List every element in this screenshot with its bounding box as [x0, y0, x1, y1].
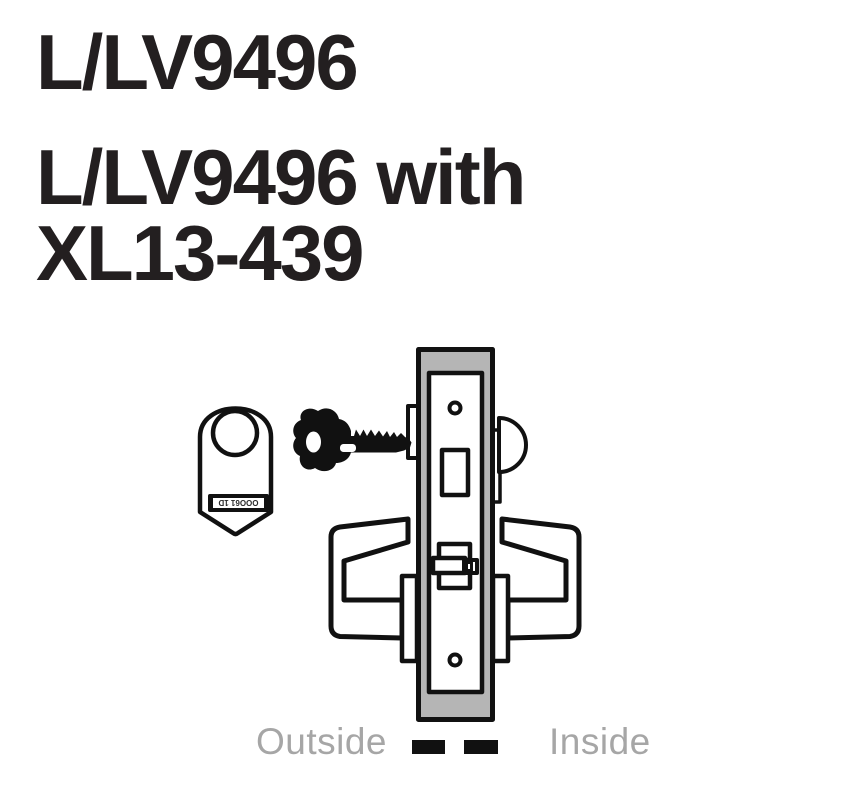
latch-cutout [439, 447, 471, 498]
divider-dash [412, 740, 445, 754]
screw-top-icon [447, 400, 463, 416]
inside-rose-icon [490, 573, 511, 664]
key-tag-icon: OOO61 1D [197, 406, 274, 537]
lock-body [416, 347, 495, 722]
product-title: L/LV9496 [36, 18, 359, 106]
divider-dashes [412, 740, 498, 754]
key-tag-label: OOO61 1D [218, 498, 258, 507]
key-icon [293, 408, 412, 472]
outside-rose-icon [399, 573, 420, 664]
variant-title-line2: XL13-439 [36, 209, 365, 297]
inside-label: Inside [549, 721, 651, 762]
variant-title: L/LV9496 with XL13-439 [36, 133, 526, 297]
screw-bottom-icon [447, 652, 463, 668]
outside-label: Outside [256, 721, 388, 762]
outside-lever-icon [328, 516, 411, 641]
divider-dash [464, 740, 498, 754]
inside-lever-icon [499, 516, 582, 641]
hub-mechanism-icon [430, 541, 479, 591]
variant-title-line1: L/LV9496 with [36, 133, 526, 221]
thumbturn-icon [490, 416, 528, 504]
